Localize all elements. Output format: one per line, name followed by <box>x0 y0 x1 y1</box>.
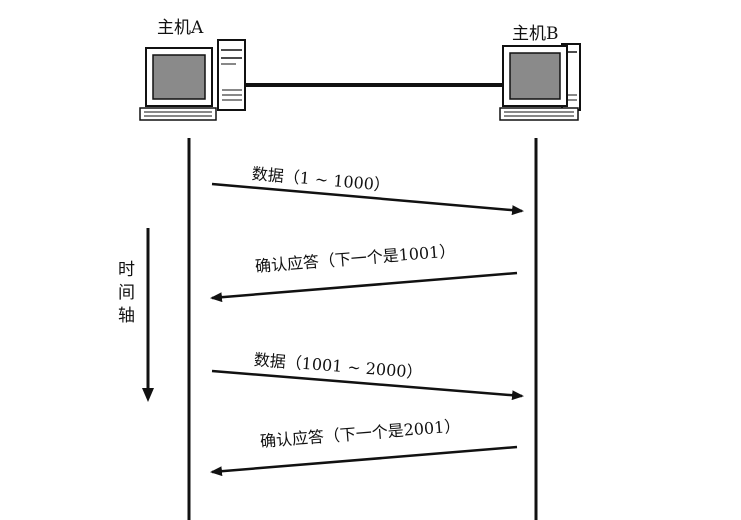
host-a-label: 主机A <box>157 13 203 38</box>
host-b-label: 主机B <box>512 19 559 44</box>
time-axis-label-char-3: 轴 <box>118 308 135 325</box>
time-axis-label-char-2: 间 <box>118 285 135 302</box>
host-a-computer-icon <box>140 40 245 120</box>
host-b-computer-icon <box>500 44 580 120</box>
message-arrow-4 <box>212 447 517 472</box>
time-axis-label-char-1: 时 <box>118 262 135 279</box>
